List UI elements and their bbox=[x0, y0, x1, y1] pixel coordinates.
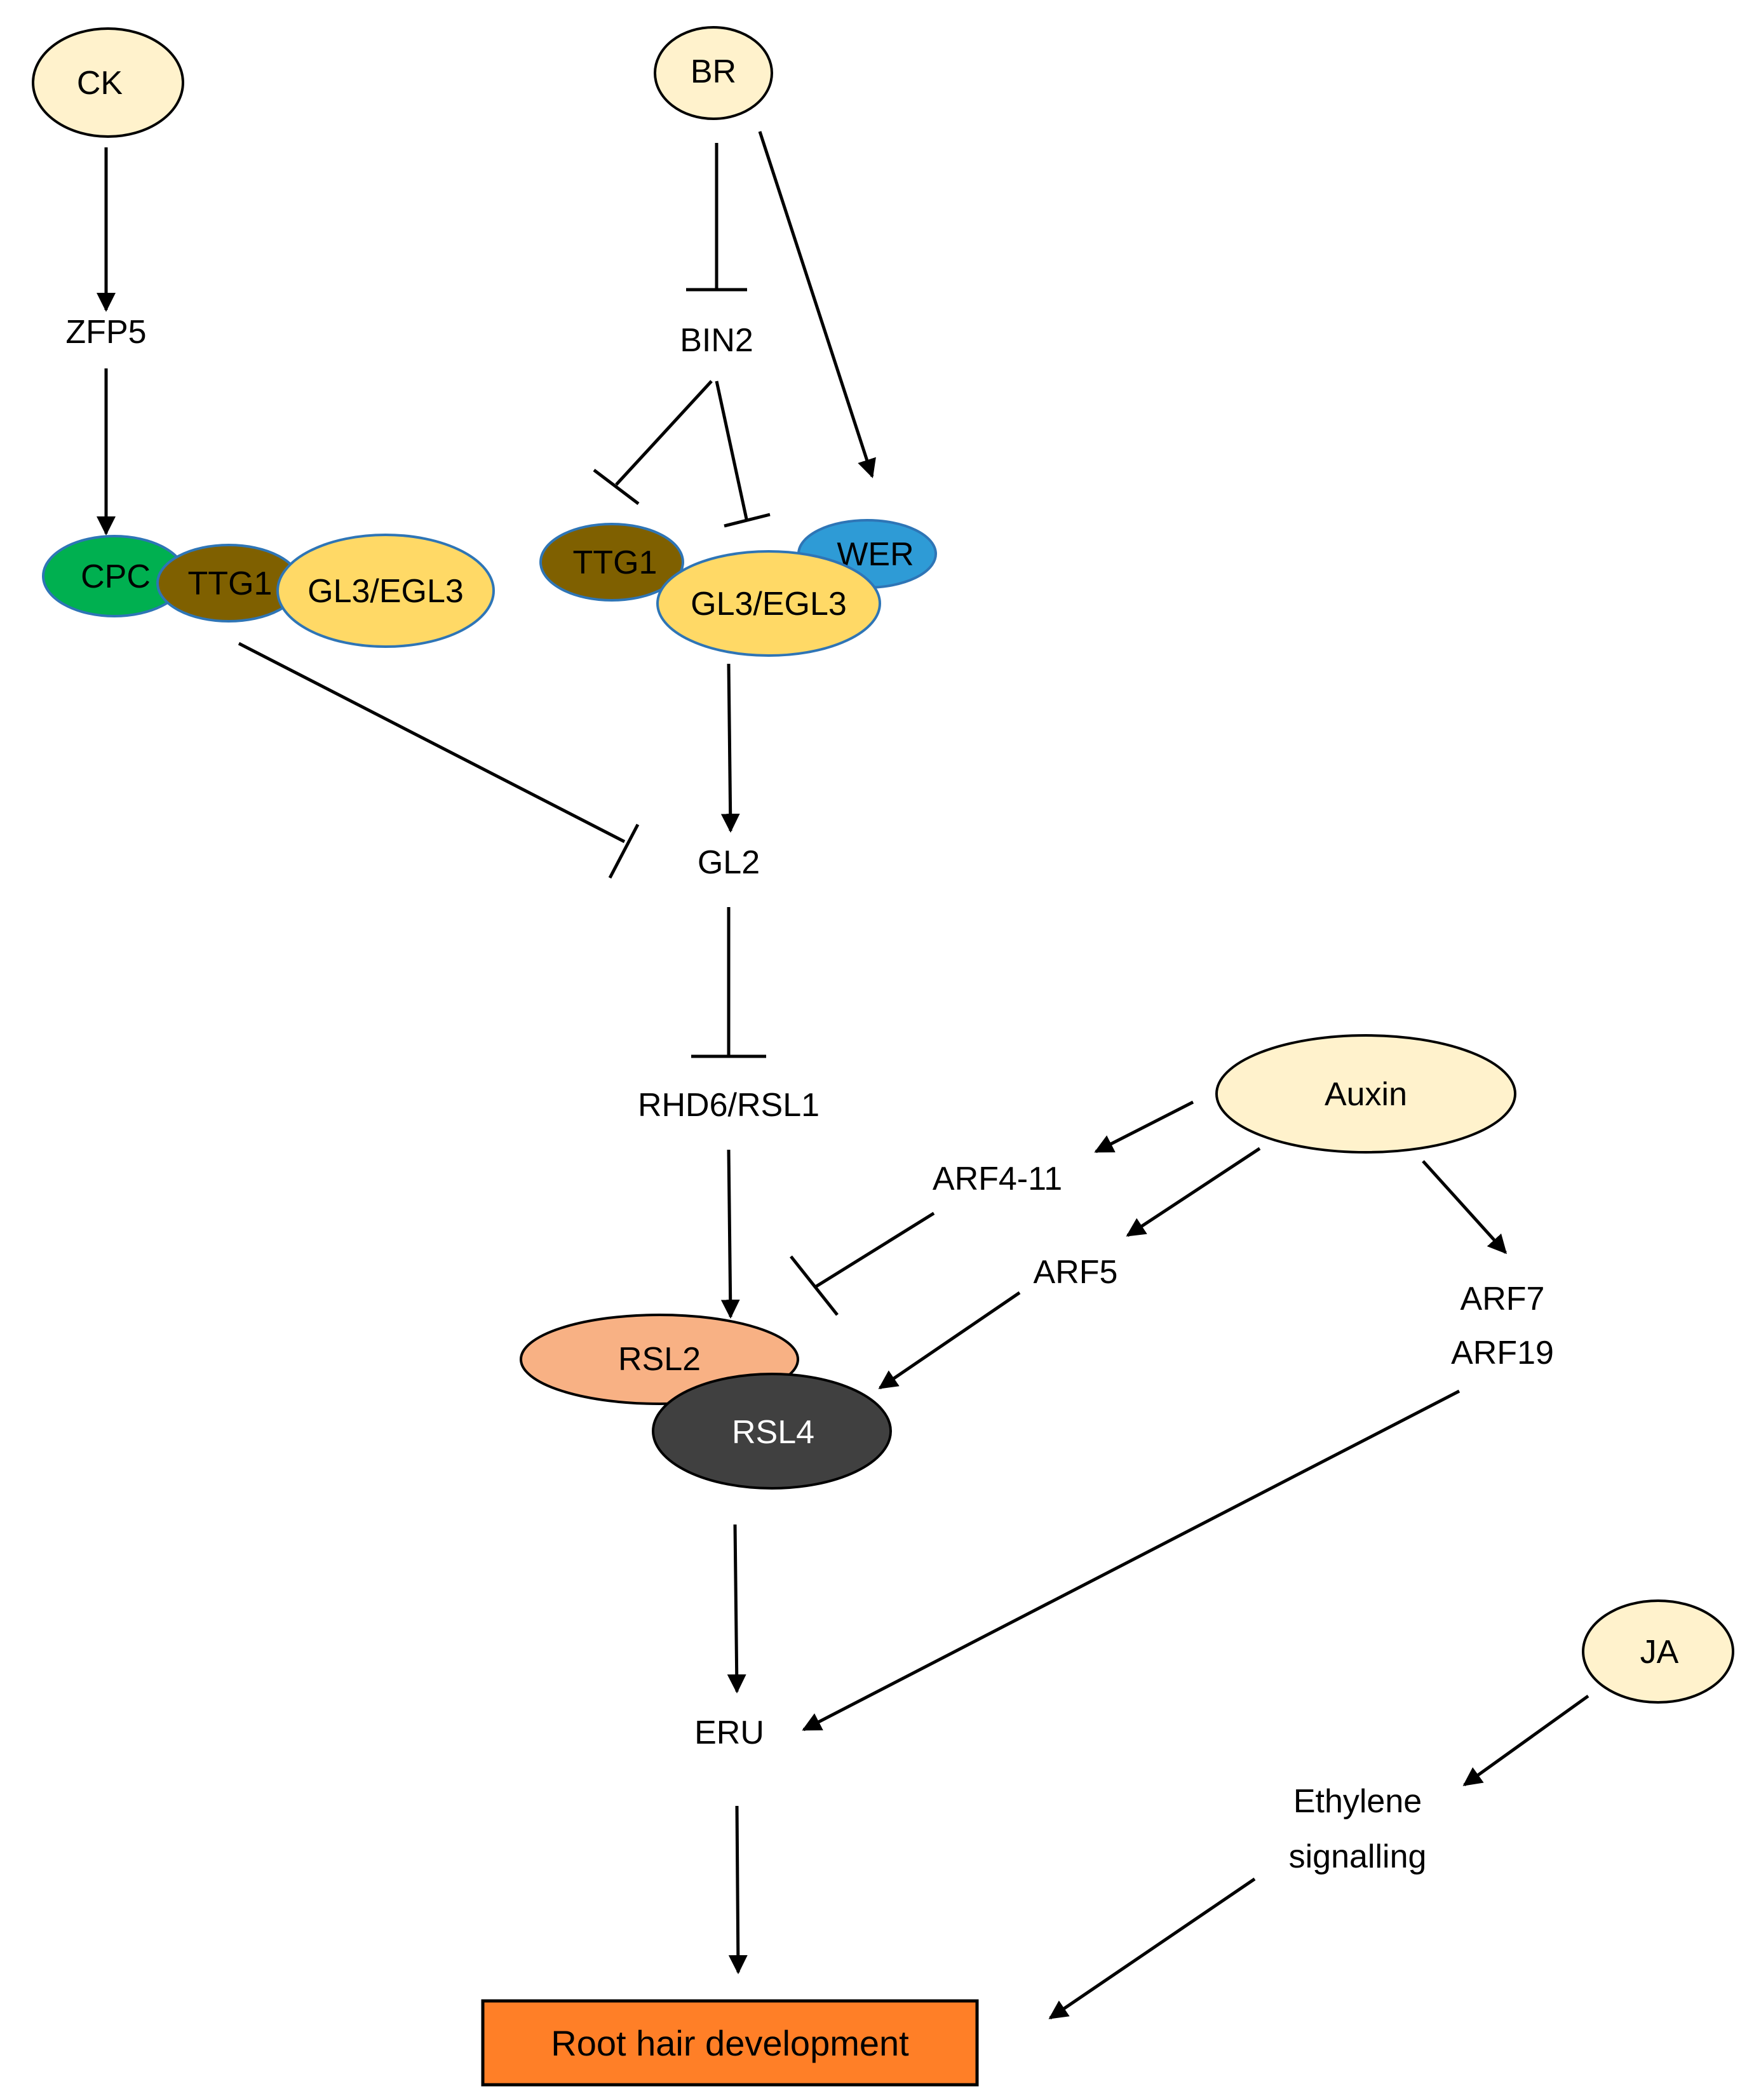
arf4-11-label: ARF4-11 bbox=[933, 1161, 1062, 1197]
cpc-node: CPC bbox=[42, 535, 187, 617]
rsl2-label: RSL2 bbox=[618, 1341, 701, 1378]
edge-eru-roothair bbox=[728, 1805, 748, 1974]
edge-rsl-eru bbox=[727, 1524, 746, 1693]
auxin-node: Auxin bbox=[1215, 1034, 1516, 1154]
rhd6-label: RHD6/RSL1 bbox=[638, 1087, 820, 1124]
ttg1-right-node: TTG1 bbox=[539, 523, 684, 602]
edge-cpc-gl2 bbox=[238, 642, 626, 844]
eru-label: ERU bbox=[694, 1714, 764, 1751]
cpc-complex: CPC TTG1 GL3/EGL3 bbox=[42, 534, 495, 648]
ethylene-label-line2: signalling bbox=[1289, 1838, 1427, 1875]
edge-br-wer bbox=[758, 131, 876, 478]
ethylene-label-line1: Ethylene bbox=[1293, 1783, 1422, 1820]
rsl4-label: RSL4 bbox=[732, 1414, 814, 1451]
edge-auxin-arf5 bbox=[1126, 1147, 1261, 1237]
edge-ethylene-roothair bbox=[1048, 1877, 1256, 2020]
arf5-label: ARF5 bbox=[1034, 1254, 1118, 1291]
br-node: BR bbox=[654, 26, 773, 120]
gl3-right-label: GL3/EGL3 bbox=[691, 586, 847, 623]
edge-bin2-ttg1-bar bbox=[593, 469, 640, 505]
br-label: BR bbox=[691, 53, 736, 90]
edge-ja-ethylene bbox=[1462, 1694, 1589, 1787]
gl3-right-node: GL3/EGL3 bbox=[656, 550, 881, 657]
bin2-label: BIN2 bbox=[680, 322, 753, 359]
zfp5-label: ZFP5 bbox=[65, 314, 146, 351]
ck-label: CK bbox=[77, 65, 123, 102]
edge-gl3-gl2 bbox=[720, 663, 740, 833]
ttg1-left-node: TTG1 bbox=[156, 544, 301, 623]
edge-arf4-rsl-bar bbox=[790, 1255, 839, 1316]
edge-arf4-rsl bbox=[815, 1211, 935, 1288]
edge-rhd6-rsl bbox=[720, 1149, 740, 1319]
ja-node: JA bbox=[1582, 1599, 1734, 1704]
edge-bin2-gl3 bbox=[715, 380, 748, 520]
cpc-label: CPC bbox=[81, 558, 151, 595]
arf7-label: ARF7 bbox=[1461, 1281, 1545, 1317]
edge-arf5-rsl4 bbox=[878, 1291, 1021, 1390]
gl3-left-node: GL3/EGL3 bbox=[276, 534, 495, 648]
edge-bin2-gl3-bar bbox=[724, 513, 771, 528]
edge-arf7-eru bbox=[802, 1389, 1461, 1732]
edge-auxin-arf4 bbox=[1094, 1100, 1194, 1154]
ttg1-left-label: TTG1 bbox=[188, 565, 273, 602]
auxin-label: Auxin bbox=[1325, 1076, 1407, 1113]
ja-label: JA bbox=[1640, 1634, 1679, 1671]
root-hair-development-node: Root hair development bbox=[481, 1999, 979, 2087]
ck-node: CK bbox=[32, 27, 184, 138]
ttg1-right-label: TTG1 bbox=[573, 544, 658, 581]
gl2-label: GL2 bbox=[698, 844, 760, 881]
rsl4-node: RSL4 bbox=[652, 1373, 892, 1490]
edge-cpc-gl2-bar bbox=[608, 823, 640, 879]
edge-auxin-arf7 bbox=[1422, 1160, 1508, 1255]
wer-complex: TTG1 WER GL3/EGL3 bbox=[539, 519, 937, 657]
gl3-left-label: GL3/EGL3 bbox=[307, 573, 464, 610]
edge-bin2-ttg1 bbox=[615, 380, 713, 486]
root-hair-development-label: Root hair development bbox=[551, 2023, 909, 2063]
rsl-complex: RSL2 RSL4 bbox=[520, 1314, 892, 1490]
arf19-label: ARF19 bbox=[1451, 1335, 1554, 1371]
